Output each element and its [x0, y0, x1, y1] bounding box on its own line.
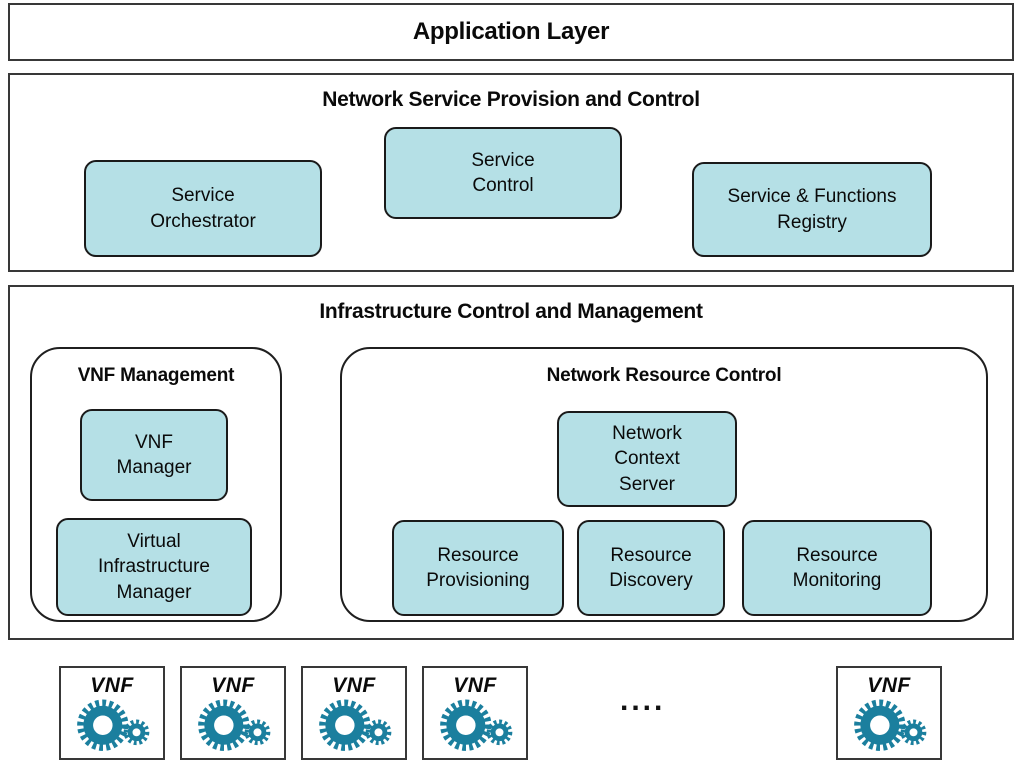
- virtual-infrastructure-manager-box: Virtual Infrastructure Manager: [56, 518, 252, 616]
- vnf-management-group: VNF Management VNF Manager Virtual Infra…: [30, 347, 282, 622]
- resource-provisioning-label: Resource Provisioning: [426, 544, 530, 591]
- infrastructure-layer-box: Infrastructure Control and Management VN…: [8, 285, 1014, 640]
- vnf-management-title: VNF Management: [77, 365, 235, 386]
- service-provision-layer-box: Network Service Provision and Control Se…: [8, 73, 1014, 272]
- gears-icon: [854, 699, 927, 751]
- vnf-box-1: VNF: [59, 666, 165, 760]
- vnf-label: VNF: [332, 674, 376, 697]
- resource-monitoring-box: Resource Monitoring: [742, 520, 932, 616]
- application-layer-box: Application Layer: [8, 3, 1014, 61]
- vnf-label: VNF: [90, 674, 134, 697]
- gears-icon: [198, 699, 271, 751]
- gears-icon: [440, 699, 513, 751]
- application-layer-title: Application Layer: [412, 18, 610, 45]
- resource-monitoring-label: Resource Monitoring: [792, 544, 882, 591]
- gears-icon: [319, 699, 392, 751]
- network-context-server-box: Network Context Server: [557, 411, 737, 507]
- gears-icon: [77, 699, 150, 751]
- vnf-label: VNF: [211, 674, 255, 697]
- resource-provisioning-box: Resource Provisioning: [392, 520, 564, 616]
- service-provision-layer-title: Network Service Provision and Control: [322, 88, 700, 111]
- network-resource-control-title: Network Resource Control: [546, 365, 782, 386]
- network-context-server-label: Network Context Server: [612, 423, 682, 495]
- vnf-label: VNF: [867, 674, 911, 697]
- vnf-ellipsis: ....: [620, 684, 666, 717]
- vnf-box-2: VNF: [180, 666, 286, 760]
- vnf-manager-label: VNF Manager: [116, 431, 192, 478]
- vnf-manager-box: VNF Manager: [80, 409, 228, 501]
- service-orchestrator-box: Service Orchestrator: [84, 160, 322, 257]
- vnf-box-4: VNF: [422, 666, 528, 760]
- infrastructure-layer-title: Infrastructure Control and Management: [319, 300, 703, 323]
- vnf-box-3: VNF: [301, 666, 407, 760]
- service-orchestrator-label: Service Orchestrator: [150, 185, 256, 232]
- resource-discovery-label: Resource Discovery: [609, 544, 693, 591]
- service-control-label: Service Control: [471, 149, 535, 196]
- service-functions-registry-label: Service & Functions Registry: [727, 186, 897, 233]
- service-functions-registry-box: Service & Functions Registry: [692, 162, 932, 257]
- service-control-box: Service Control: [384, 127, 622, 219]
- vnf-box-5: VNF: [836, 666, 942, 760]
- resource-discovery-box: Resource Discovery: [577, 520, 725, 616]
- vnf-label: VNF: [453, 674, 497, 697]
- network-resource-control-group: Network Resource Control Network Context…: [340, 347, 988, 622]
- virtual-infrastructure-manager-label: Virtual Infrastructure Manager: [98, 531, 210, 603]
